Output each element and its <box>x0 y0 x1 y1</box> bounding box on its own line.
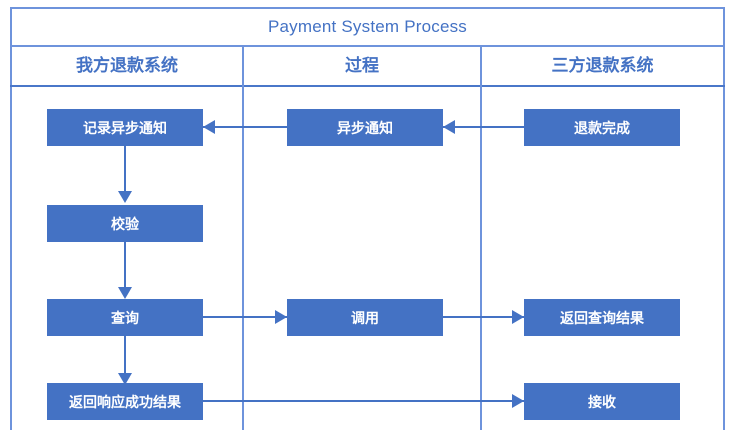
column-header-third-party-system: 三方退款系统 <box>551 56 654 75</box>
connector-return-success-to-receive <box>203 400 524 402</box>
connector-invoke-to-return-query-result <box>443 316 524 318</box>
arrowhead-async-notice-to-record <box>203 120 215 134</box>
column-header-process: 过程 <box>345 56 379 75</box>
grid-line-title-bottom <box>10 45 725 47</box>
arrowhead-refund-complete-to-async-notice <box>443 120 455 134</box>
arrowhead-query-to-return-success <box>118 373 132 385</box>
connector-verify-to-query <box>124 242 126 289</box>
node-verify[interactable]: 校验 <box>47 205 203 242</box>
grid-divider-column-2 <box>480 45 482 430</box>
node-refund-complete[interactable]: 退款完成 <box>524 109 680 146</box>
arrowhead-record-to-verify <box>118 191 132 203</box>
connector-async-notice-to-record <box>203 126 287 128</box>
grid-divider-column-1 <box>242 45 244 430</box>
node-query[interactable]: 查询 <box>47 299 203 336</box>
node-return-query-result[interactable]: 返回查询结果 <box>524 299 680 336</box>
arrowhead-invoke-to-return-query-result <box>512 310 524 324</box>
grid-line-header-bottom <box>10 85 725 87</box>
arrowhead-return-success-to-receive <box>512 394 524 408</box>
arrowhead-verify-to-query <box>118 287 132 299</box>
connector-query-to-return-success <box>124 336 126 376</box>
node-return-success-result[interactable]: 返回响应成功结果 <box>47 383 203 420</box>
node-invoke[interactable]: 调用 <box>287 299 443 336</box>
node-async-notice[interactable]: 异步通知 <box>287 109 443 146</box>
node-receive[interactable]: 接收 <box>524 383 680 420</box>
node-record-async-notice[interactable]: 记录异步通知 <box>47 109 203 146</box>
connector-query-to-invoke <box>203 316 287 318</box>
page-title: Payment System Process <box>267 17 468 36</box>
column-header-our-refund-system: 我方退款系统 <box>76 56 178 75</box>
connector-record-to-verify <box>124 145 126 193</box>
arrowhead-query-to-invoke <box>275 310 287 324</box>
connector-refund-complete-to-async-notice <box>443 126 524 128</box>
